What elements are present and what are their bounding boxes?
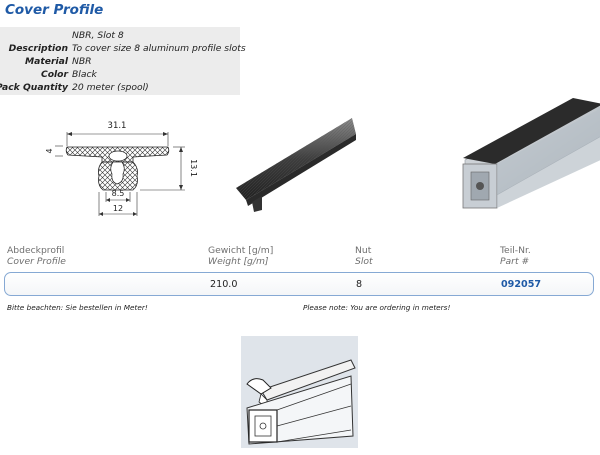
column-header-slot: Nut Slot <box>355 245 373 267</box>
spec-header-row: NBR, Slot 8 <box>0 29 240 42</box>
dim-width-top: 31.1 <box>108 121 127 131</box>
header-en: Slot <box>355 256 373 267</box>
note-english: Please note: You are ordering in meters! <box>303 303 451 312</box>
installation-illustration <box>241 336 358 448</box>
header-de: Teil-Nr. <box>500 245 531 256</box>
dim-inner: 8.5 <box>112 189 125 198</box>
note-german: Bitte beachten: Sie bestellen in Meter! <box>7 303 148 312</box>
spec-row-color: Color Black <box>0 68 240 81</box>
page-title: Cover Profile <box>5 2 104 18</box>
header-de: Abdeckprofil <box>7 245 65 256</box>
spec-label: Description <box>8 43 68 54</box>
spec-row-material: Material NBR <box>0 55 240 68</box>
spec-label: Material <box>25 56 68 67</box>
spec-value: To cover size 8 aluminum profile slots <box>72 43 246 54</box>
spec-label: Color <box>40 69 68 80</box>
header-en: Weight [g/m] <box>208 256 269 267</box>
dim-base: 12 <box>113 204 123 213</box>
spec-row-pack-quantity: Pack Quantity 20 meter (spool) <box>0 81 240 94</box>
spec-label: Pack Quantity <box>0 82 68 93</box>
row-slot: 8 <box>356 279 363 290</box>
dim-height: 13.1 <box>189 159 198 177</box>
header-en: Part # <box>500 256 530 267</box>
spec-value: Black <box>72 69 97 80</box>
row-weight: 210.0 <box>210 279 238 290</box>
header-de: Gewicht [g/m] <box>208 245 274 256</box>
column-header-name: Abdeckprofil Cover Profile <box>7 245 66 267</box>
product-photo-strip <box>232 100 356 220</box>
spec-value: 20 meter (spool) <box>72 82 149 93</box>
header-en: Cover Profile <box>7 256 66 267</box>
spec-value: NBR <box>72 56 92 67</box>
column-header-part: Teil-Nr. Part # <box>500 245 531 267</box>
spec-row-description: Description To cover size 8 aluminum pro… <box>0 42 246 55</box>
spec-header-value: NBR, Slot 8 <box>72 30 124 41</box>
table-row[interactable]: 210.0 8 092057 <box>4 272 594 296</box>
dim-thickness: 4 <box>45 148 54 153</box>
row-part-number[interactable]: 092057 <box>501 279 542 290</box>
product-photo-profile <box>455 98 600 218</box>
column-header-weight: Gewicht [g/m] Weight [g/m] <box>208 245 273 267</box>
header-de: Nut <box>355 245 372 256</box>
spec-table: NBR, Slot 8 Description To cover size 8 … <box>0 27 246 95</box>
cross-section-drawing: 31.1 4 13.1 8.5 12 <box>45 121 198 216</box>
